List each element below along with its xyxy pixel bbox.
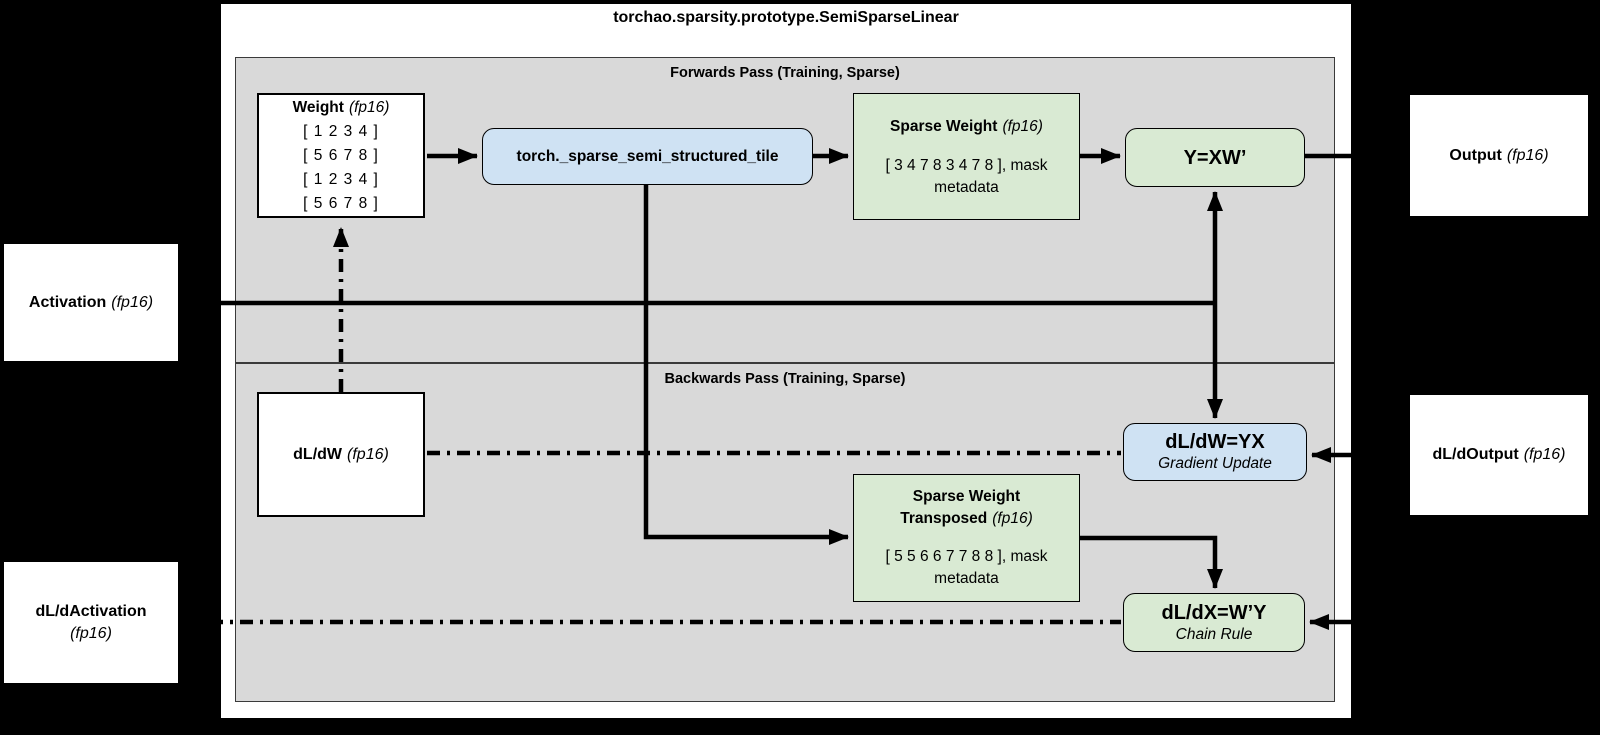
weight-box: Weight(fp16) [ 1 2 3 4 ] [ 5 6 7 8 ] [ 1… [257,93,425,218]
dldx-sublabel: Chain Rule [1175,625,1253,643]
sparse-tile-op-box: torch._sparse_semi_structured_tile [482,128,813,185]
dldoutput-label: dL/dOutput(fp16) [1432,446,1566,463]
backward-pass-label: Backwards Pass (Training, Sparse) [664,371,906,387]
dldactivation-label: dL/dActivation (fp16) [35,602,147,642]
dldx-label: dL/dX=W’Y [1161,601,1267,624]
dldx-box: dL/dX=W’Y Chain Rule [1123,593,1305,652]
diagram-title: torchao.sparsity.prototype.SemiSparseLin… [613,9,959,26]
sparse-weight-transposed-title: Sparse Weight Transposed(fp16) [900,488,1033,527]
yxw-box: Y=XW’ [1125,128,1305,187]
weight-matrix-row: [ 5 6 7 8 ] [303,194,379,212]
sparse-weight-transposed-box: Sparse Weight Transposed(fp16) [ 5 5 6 6… [853,474,1080,602]
sparse-weight-title: Sparse Weight(fp16) [890,117,1043,135]
output-box: Output(fp16) [1408,93,1590,218]
dldw-yx-sublabel: Gradient Update [1158,455,1272,472]
sparse-weight-values: [ 3 4 7 8 3 4 7 8 ], mask metadata [885,156,1048,196]
activation-box: Activation(fp16) [2,242,180,363]
sparse-weight-box: Sparse Weight(fp16) [ 3 4 7 8 3 4 7 8 ],… [853,93,1080,220]
activation-label: Activation(fp16) [28,293,154,311]
dldw-box: dL/dW(fp16) [257,392,425,517]
yxw-label: Y=XW’ [1183,146,1247,169]
dldw-yx-box: dL/dW=YX Gradient Update [1123,423,1307,481]
sparse-tile-op-label: torch._sparse_semi_structured_tile [516,147,779,165]
dldw-label: dL/dW(fp16) [293,445,389,463]
sparse-weight-transposed-values: [ 5 5 6 6 7 7 8 8 ], mask metadata [885,548,1048,587]
dldactivation-box: dL/dActivation (fp16) [2,560,180,685]
weight-matrix-row: [ 1 2 3 4 ] [303,122,379,140]
weight-matrix-row: [ 5 6 7 8 ] [303,146,379,164]
weight-matrix-row: [ 1 2 3 4 ] [303,170,379,188]
dldoutput-box: dL/dOutput(fp16) [1408,393,1590,517]
forward-pass-label: Forwards Pass (Training, Sparse) [670,65,900,81]
dldw-yx-label: dL/dW=YX [1165,431,1265,453]
output-label: Output(fp16) [1449,146,1549,164]
weight-box-title: Weight(fp16) [292,98,390,116]
